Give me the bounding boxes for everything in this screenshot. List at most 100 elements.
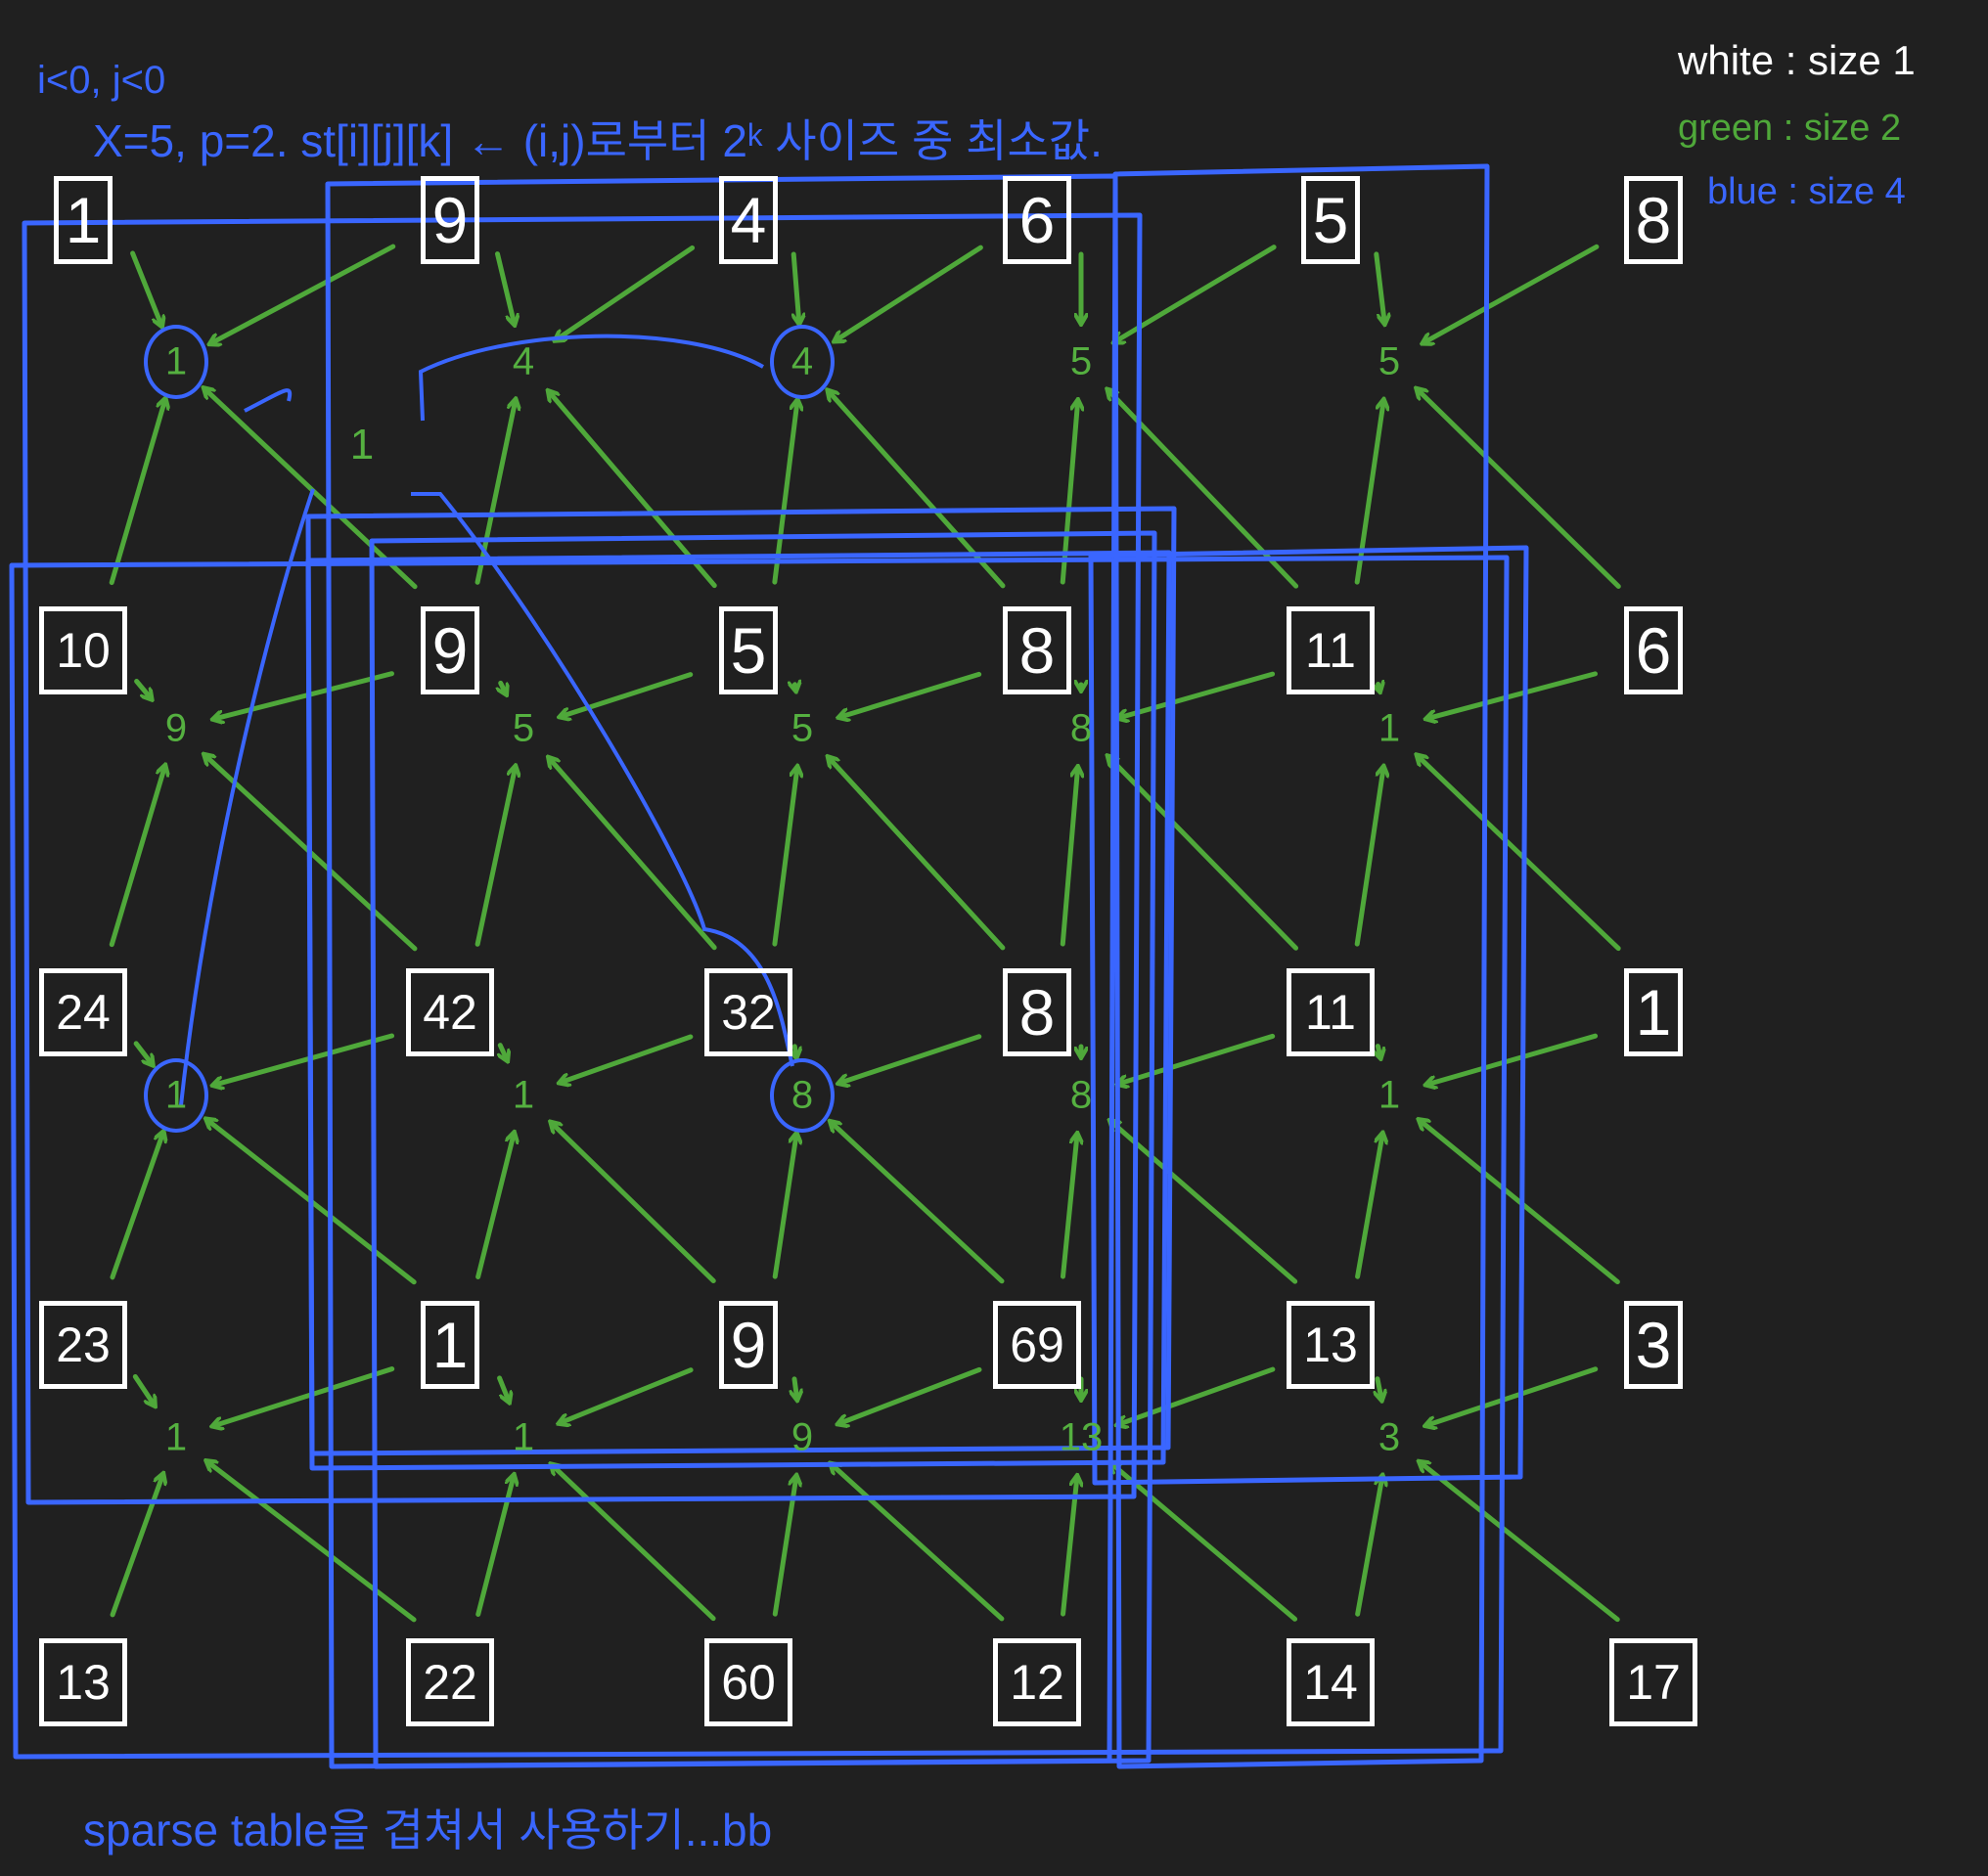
green-arrow-r3-c2-1 (838, 1366, 982, 1423)
size4-side-note: 1 (349, 421, 375, 469)
header-indices-note: i<0, j<0 (37, 59, 166, 102)
min2-ring-r2-c2 (770, 1058, 835, 1133)
cell-r1-c4: 11 (1287, 606, 1375, 694)
green-arrow-r2-c3-3 (1110, 1121, 1298, 1284)
cell-r0-c0: 1 (54, 176, 113, 264)
cell-r3-c0: 23 (39, 1301, 127, 1389)
cell-r2-c1: 42 (406, 968, 494, 1056)
green-arrow-r1-c1-1 (561, 672, 694, 717)
green-arrow-r0-c1-0 (495, 251, 515, 325)
cell-r4-c1: 22 (406, 1638, 494, 1726)
cell-r1-c2: 5 (719, 606, 778, 694)
green-arrow-r2-c2-2 (772, 1135, 796, 1279)
green-arrow-r1-c4-1 (1427, 671, 1599, 719)
green-arrow-r0-c2-0 (791, 251, 799, 323)
green-arrow-r1-c4-3 (1418, 756, 1621, 952)
green-arrow-r3-c1-1 (560, 1367, 694, 1423)
green-arrow-r2-c4-2 (1355, 1134, 1383, 1279)
size4-box-7 (305, 506, 1177, 1456)
green-arrow-r0-c0-2 (109, 399, 165, 586)
cell-r4-c3: 12 (993, 1638, 1081, 1726)
green-arrow-r3-c2-3 (832, 1464, 1005, 1622)
blue-link-top (418, 334, 764, 422)
green-arrow-r3-c1-2 (475, 1476, 514, 1617)
green-arrow-r0-c0-0 (130, 250, 162, 326)
green-arrow-r3-c4-1 (1426, 1366, 1599, 1426)
green-arrow-r2-c0-2 (110, 1133, 163, 1280)
size4-box-6 (1112, 163, 1490, 1769)
green-arrow-r0-c1-3 (549, 391, 717, 589)
cell-r2-c5: 1 (1624, 968, 1683, 1056)
green-arrow-r2-c4-1 (1426, 1033, 1599, 1085)
green-arrow-r1-c0-1 (214, 671, 394, 719)
min2-r0-c3: 5 (1069, 339, 1093, 383)
green-arrow-r0-c4-2 (1354, 401, 1383, 585)
cell-r0-c2: 4 (719, 176, 778, 264)
cell-r1-c1: 9 (421, 606, 479, 694)
cell-r3-c5: 3 (1624, 1301, 1683, 1389)
blue-link-corner (244, 388, 293, 413)
cell-r4-c2: 60 (704, 1638, 792, 1726)
legend-blue: blue : size 4 (1707, 171, 1906, 212)
green-arrow-r2-c3-2 (1060, 1135, 1077, 1279)
green-arrow-r3-c4-3 (1420, 1462, 1620, 1623)
min2-r3-c3: 13 (1059, 1415, 1104, 1459)
cell-r0-c5: 8 (1624, 176, 1683, 264)
min2-r2-c4: 1 (1378, 1073, 1401, 1117)
cell-r1-c0: 10 (39, 606, 127, 694)
green-arrow-r2-c2-1 (839, 1034, 982, 1084)
cell-r0-c4: 5 (1301, 176, 1360, 264)
min2-r3-c0: 1 (164, 1415, 188, 1459)
green-arrow-r1-c0-0 (134, 679, 152, 699)
green-arrow-r3-c3-2 (1061, 1477, 1077, 1617)
cell-r4-c4: 14 (1287, 1638, 1375, 1726)
green-arrow-r1-c4-0 (1378, 685, 1380, 692)
green-arrow-r3-c1-0 (497, 1375, 510, 1402)
cell-r0-c1: 9 (421, 176, 479, 264)
min2-r2-c3: 8 (1069, 1073, 1093, 1117)
green-arrow-r3-c0-3 (207, 1461, 417, 1623)
green-arrow-r3-c4-2 (1355, 1476, 1382, 1617)
cell-r2-c0: 24 (39, 968, 127, 1056)
min2-ring-r0-c2 (770, 325, 835, 399)
green-arrow-r1-c4-2 (1354, 768, 1383, 947)
green-arrow-r1-c3-1 (1118, 671, 1276, 718)
size4-box-4 (369, 530, 1157, 1769)
green-arrow-r2-c1-0 (500, 1043, 507, 1060)
cell-r2-c4: 11 (1287, 968, 1375, 1056)
blue-link-left (179, 488, 315, 1106)
green-arrow-r2-c2-0 (794, 1044, 796, 1057)
min2-r1-c1: 5 (512, 706, 535, 750)
min2-r1-c3: 8 (1069, 706, 1093, 750)
green-arrow-r0-c1-2 (474, 400, 516, 585)
green-arrow-r0-c2-1 (836, 245, 983, 340)
min2-r1-c2: 5 (791, 706, 814, 750)
green-arrow-r2-c4-0 (1378, 1044, 1380, 1057)
green-arrow-r1-c2-2 (772, 768, 797, 947)
cell-r0-c3: 6 (1003, 176, 1071, 264)
legend-green: green : size 2 (1678, 108, 1902, 149)
cell-r4-c5: 17 (1609, 1638, 1697, 1726)
blue-link-middle (411, 492, 794, 1067)
green-arrow-r0-c2-2 (772, 401, 797, 585)
green-arrow-r3-c3-1 (1118, 1366, 1276, 1425)
green-arrow-r3-c2-0 (794, 1376, 797, 1399)
green-arrow-r2-c3-1 (1118, 1033, 1276, 1084)
green-arrow-r0-c4-3 (1418, 389, 1621, 590)
footer-note: sparse table을 겹쳐서 사용하기...bb (83, 1805, 773, 1855)
min2-r3-c2: 9 (791, 1415, 814, 1459)
min2-ring-r0-c0 (144, 325, 208, 399)
cell-r2-c2: 32 (704, 968, 792, 1056)
size4-box-0 (22, 212, 1143, 1505)
cell-r3-c4: 13 (1287, 1301, 1375, 1389)
green-arrow-r1-c2-0 (794, 685, 795, 691)
cell-r4-c0: 13 (39, 1638, 127, 1726)
min2-ring-r2-c0 (144, 1058, 208, 1133)
min2-r1-c0: 9 (164, 706, 188, 750)
green-arrow-r3-c0-2 (110, 1475, 162, 1618)
green-arrow-r0-c4-0 (1374, 251, 1384, 323)
cell-r2-c3: 8 (1003, 968, 1071, 1056)
green-arrow-r2-c4-3 (1420, 1120, 1620, 1285)
